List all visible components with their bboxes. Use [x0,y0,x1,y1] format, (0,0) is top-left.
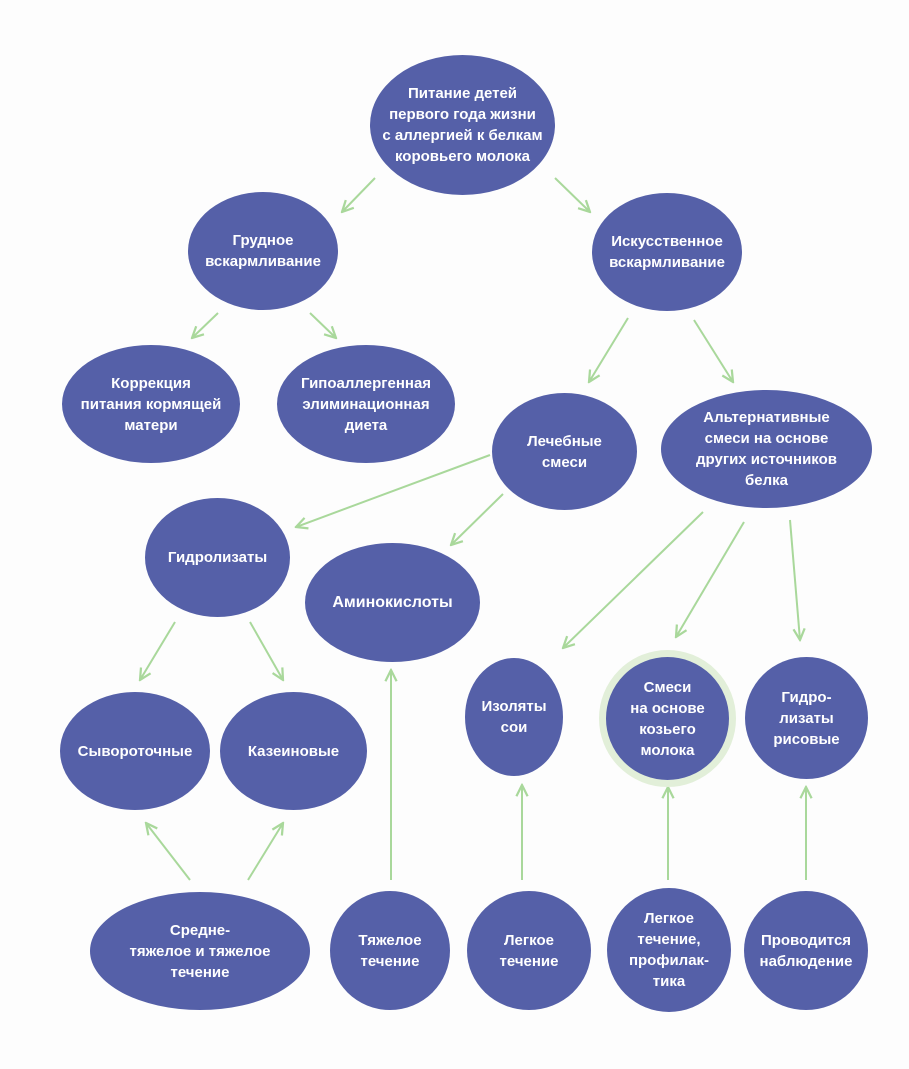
arrow [789,519,800,640]
node-whey: Сывороточные [60,692,210,810]
node-moderate-severe-course: Средне- тяжелое и тяжелое течение [90,892,310,1010]
node-hypoallergenic-diet: Гипоаллергенная элиминационная диета [277,345,455,463]
arrow [693,319,733,382]
arrow [146,823,191,881]
arrow [192,312,219,338]
node-mild-course: Легкое течение [467,891,591,1010]
arrow [676,521,745,637]
node-casein: Казеиновые [220,692,367,810]
node-hydrolysates: Гидролизаты [145,498,290,617]
node-maternal-diet-correction: Коррекция питания кормящей матери [62,345,240,463]
arrow [563,511,704,648]
node-therapeutic-formulas: Лечебные смеси [492,393,637,510]
node-goat-milk-formulas: Смеси на основе козьего молока [599,650,736,787]
arrow [342,177,376,212]
node-alternative-formulas: Альтернативные смеси на основе других ис… [661,390,872,508]
node-soy-isolates: Изоляты сои [465,658,563,776]
arrow [296,454,491,527]
arrow [554,177,590,212]
node-breast-feeding: Грудное вскармливание [188,192,338,310]
arrow [589,317,629,382]
arrow [451,493,504,545]
node-mild-prophylaxis: Легкое течение, профилак- тика [607,888,731,1012]
node-severe-course: Тяжелое течение [330,891,450,1010]
node-root: Питание детей первого года жизни с аллер… [370,55,555,195]
arrow [309,312,336,338]
node-rice-hydrolysates: Гидро- лизаты рисовые [745,657,868,779]
arrow [140,621,176,680]
node-observation: Проводится наблюдение [744,891,868,1010]
arrow [249,621,283,680]
node-amino-acids: Аминокислоты [305,543,480,662]
arrow [247,823,283,881]
node-artificial-feeding: Искусственное вскармливание [592,193,742,311]
